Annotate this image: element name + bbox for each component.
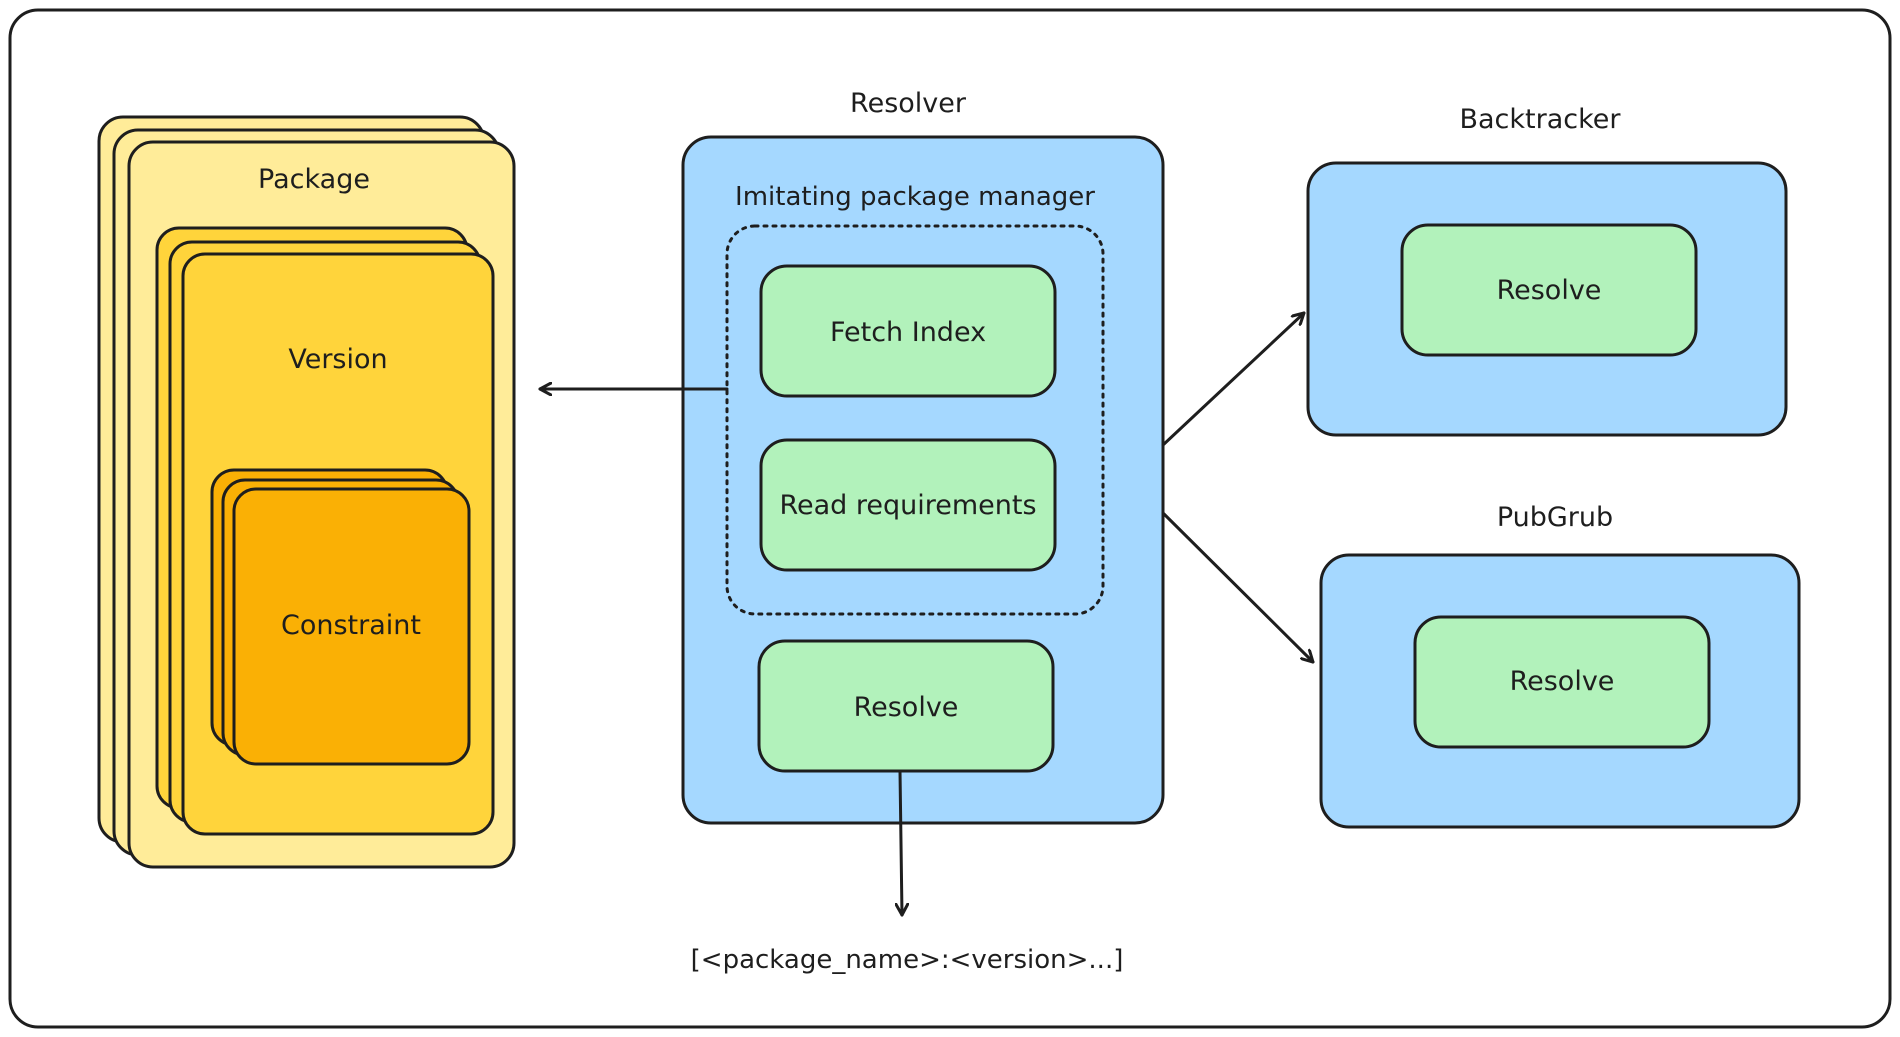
resolver-resolve-step (757, 639, 1055, 773)
pubgrub-resolve-label: Resolve (1510, 666, 1615, 697)
arrow-to-backtracker (1161, 311, 1306, 447)
resolver-resolve-label: Resolve (854, 692, 959, 723)
fetch-index-step (759, 264, 1057, 398)
read-requirements-step (759, 438, 1057, 572)
resolver-group-label: Imitating package manager (735, 182, 1095, 212)
version-label: Version (288, 344, 387, 375)
arrow-to-output (900, 769, 902, 917)
fetch-index-label: Fetch Index (830, 317, 986, 348)
constraint-label: Constraint (281, 610, 421, 641)
package-manager-group (725, 224, 1105, 616)
backtracker-resolve-label: Resolve (1497, 275, 1602, 306)
backtracker-title: Backtracker (1459, 104, 1621, 135)
read-requirements-label: Read requirements (779, 490, 1036, 521)
backtracker-resolve-step (1400, 223, 1698, 357)
resolver-title: Resolver (850, 88, 967, 119)
pubgrub-resolve-step (1413, 615, 1711, 749)
package-stack: Package Version Constraint (97, 115, 516, 869)
version-stack: Version Constraint (155, 226, 495, 836)
arrow-to-pubgrub (1161, 511, 1315, 664)
constraint-stack: Constraint (210, 468, 471, 766)
pubgrub-title: PubGrub (1497, 502, 1613, 533)
constraint-card (232, 487, 471, 766)
resolver-output-label: [<package_name>:<version>...] (691, 945, 1124, 975)
package-label: Package (258, 164, 370, 195)
